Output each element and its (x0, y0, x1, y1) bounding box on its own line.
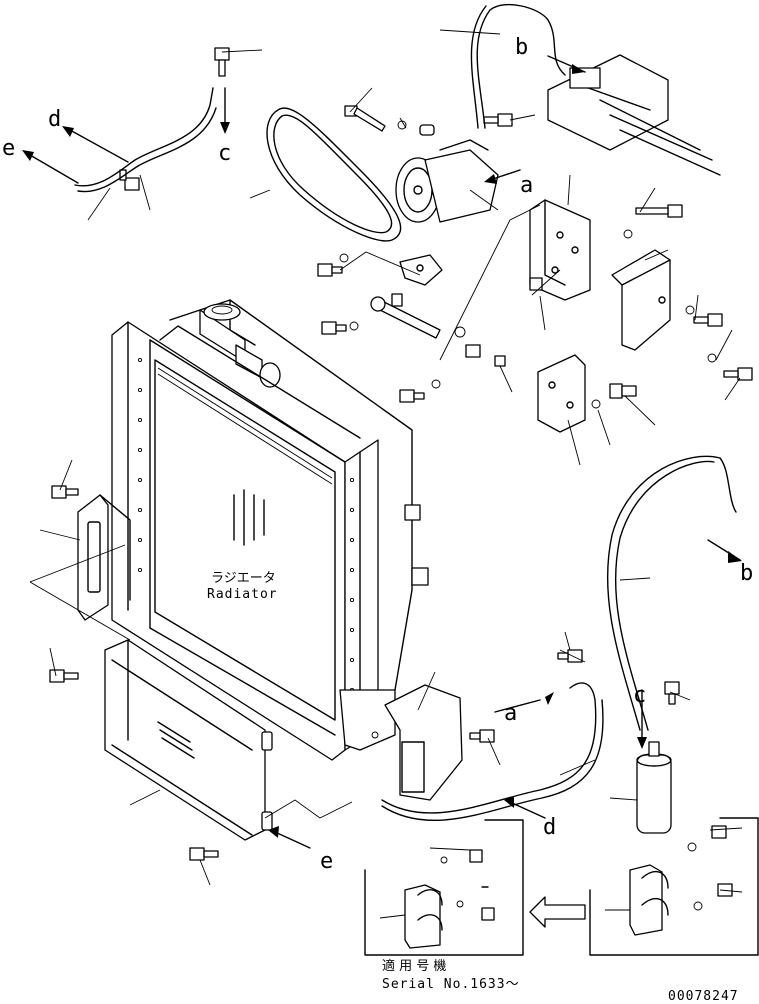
radiator-name-en: Radiator (207, 587, 278, 602)
evaporator-unit (547, 54, 721, 176)
callout-b-right: b (740, 561, 753, 586)
callout-a-bottom: a (504, 701, 517, 726)
radiator-name-jp: ラジエータ (211, 571, 276, 586)
tension-bracket (399, 254, 443, 286)
fasteners (49, 47, 753, 861)
callout-b-top: b (515, 35, 528, 60)
applicability-label-jp: 適 用 号 機 (382, 958, 446, 974)
applicability-serial: Serial No.1633～ (382, 977, 520, 992)
callout-e-left: e (2, 136, 15, 161)
detail-inset-right (589, 817, 759, 956)
ac-compressor (395, 124, 499, 223)
callout-d-left: d (48, 107, 61, 132)
drive-belt (266, 107, 402, 242)
condenser (104, 639, 273, 841)
drawing-number: 00078247 (668, 989, 739, 1004)
callout-c-top: c (218, 141, 231, 166)
lower-bracket (537, 354, 586, 433)
detail-inset-left (364, 819, 524, 956)
belt-guard (611, 249, 671, 351)
refrigerant-hoses (74, 3, 737, 821)
inset-arrow (529, 896, 586, 928)
leader-lines (29, 29, 743, 919)
callout-e-bottom: e (320, 849, 333, 874)
callout-a-top: a (520, 173, 533, 198)
radiator: ラジエータ Radiator (111, 299, 429, 761)
callout-d-bottom: d (543, 815, 556, 840)
hose-clamp-bracket (384, 684, 463, 801)
callout-c-right: c (633, 683, 646, 708)
receiver-drier (636, 741, 672, 834)
callout-arrows (22, 55, 742, 849)
